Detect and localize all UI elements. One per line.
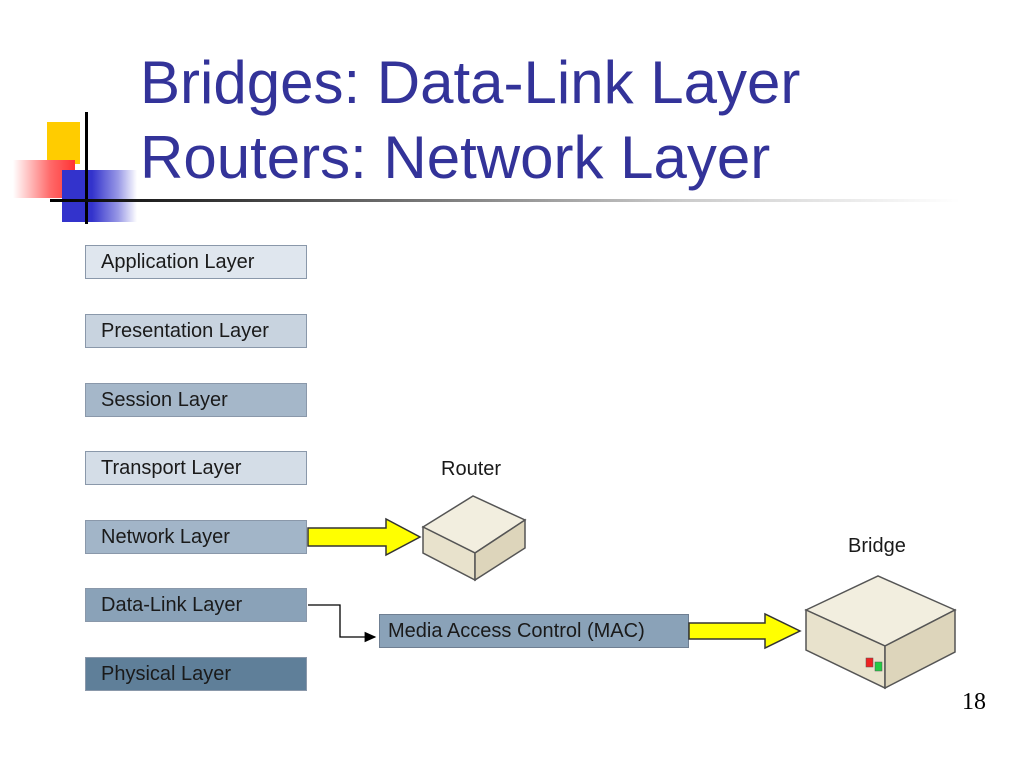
layer-application: Application Layer [85, 245, 307, 279]
title-rule [50, 199, 960, 202]
layer-data-link: Data-Link Layer [85, 588, 307, 622]
router-icon [421, 495, 527, 582]
mac-to-bridge-arrow [688, 612, 802, 650]
network-to-router-arrow [307, 517, 422, 557]
bridge-label: Bridge [848, 535, 906, 557]
bridge-icon [804, 575, 957, 690]
decor-vertical-line [85, 112, 88, 224]
router-label: Router [441, 458, 502, 480]
slide-title-line-1: Bridges: Data-Link Layer [140, 49, 801, 116]
mac-sublayer-box: Media Access Control (MAC) [379, 614, 689, 648]
layer-presentation: Presentation Layer [85, 314, 307, 348]
data-link-to-mac-connector [308, 604, 377, 643]
decor-blue-square [62, 170, 137, 222]
slide-title-line-2: Routers: Network Layer [140, 124, 771, 191]
layer-transport: Transport Layer [85, 451, 307, 485]
layer-session: Session Layer [85, 383, 307, 417]
bridge-green-led [874, 661, 883, 672]
bridge-red-led [865, 657, 874, 668]
layer-network: Network Layer [85, 520, 307, 554]
layer-physical: Physical Layer [85, 657, 307, 691]
decor-yellow-square [47, 122, 80, 164]
page-number: 18 [962, 689, 986, 715]
